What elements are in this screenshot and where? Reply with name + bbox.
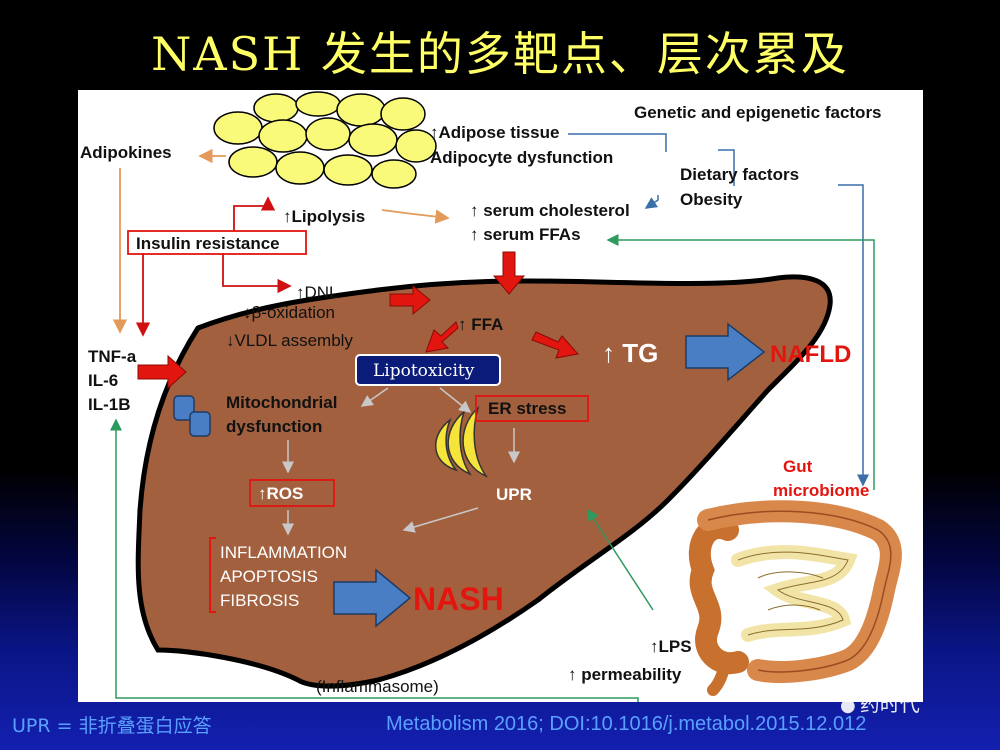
adipose-tissue-label: ↑Adipose tissue — [430, 123, 559, 142]
tg-label: ↑ TG — [602, 338, 658, 368]
bracket — [209, 537, 216, 613]
permeability-label: ↑ permeability — [568, 665, 682, 684]
beta-oxidation-label: ↓β-oxidation — [243, 303, 335, 322]
nash-label: NASH — [413, 581, 504, 617]
dysfunction-label: dysfunction — [226, 417, 322, 436]
gut-label: Gut — [783, 457, 813, 476]
citation: Metabolism 2016; DOI:10.1016/j.metabol.2… — [386, 713, 867, 735]
adipokines-label: Adipokines — [80, 143, 172, 162]
lipotoxicity-box — [355, 354, 501, 386]
ros-label: ↑ROS — [258, 484, 303, 503]
insulin-resistance-label: Insulin resistance — [136, 234, 280, 253]
lipotoxicity-label: Lipotoxicity — [373, 361, 475, 381]
er-stress-icon — [434, 405, 489, 478]
serum-cholesterol-label: ↑ serum cholesterol — [470, 201, 630, 220]
green-arrows — [110, 234, 875, 702]
ros-box — [249, 479, 335, 507]
lps-label: ↑LPS — [650, 637, 692, 656]
adipocyte-dysfunction-label: Adipocyte dysfunction — [430, 148, 613, 167]
er-stress-label: ER stress — [488, 399, 566, 418]
arrow-ffa-to-lipotoxicity — [425, 321, 459, 353]
blue-block-arrows — [333, 322, 766, 628]
watermark: ●药时代 — [840, 688, 920, 717]
lipolysis-label: ↑Lipolysis — [283, 207, 365, 226]
wechat-logo-icon: ● — [840, 695, 856, 716]
apoptosis-label: APOPTOSIS — [220, 567, 318, 586]
arrow-cytokines-to-liver — [137, 354, 187, 390]
upr-label: UPR — [496, 485, 532, 504]
obesity-label: Obesity — [680, 190, 743, 209]
ffa-label: ↑ FFA — [458, 315, 503, 334]
red-thin-arrows — [135, 196, 292, 337]
red-block-arrows — [137, 251, 579, 390]
arrow-serum-to-ffa — [492, 251, 526, 295]
tnf-label: TNF-a — [88, 347, 137, 366]
il1b-label: IL-1B — [88, 395, 131, 414]
mitochondria-icon — [173, 395, 211, 437]
inflammation-label: INFLAMMATION — [220, 543, 347, 562]
genetic-factors-label: Genetic and epigenetic factors — [634, 103, 882, 122]
slide-title: NASH 发生的多靶点、层次累及 — [151, 27, 849, 81]
intestine-icon — [688, 500, 902, 696]
adipocyte-cluster-icon — [213, 91, 437, 189]
nafld-label: NAFLD — [770, 341, 851, 368]
er-stress-box — [475, 395, 589, 422]
liver-shape — [135, 274, 833, 689]
nash-pathway-diagram: Genetic and epigenetic factors ↑Adipose … — [80, 91, 902, 702]
fibrosis-label: FIBROSIS — [220, 591, 299, 610]
arrow-ffa-to-tg — [531, 331, 579, 359]
vldl-label: ↓VLDL assembly — [226, 331, 353, 350]
arrow-tg-to-nafld — [685, 322, 766, 382]
grey-arrows — [282, 387, 520, 536]
inflammasome-label: (Inflammasome) — [316, 677, 439, 696]
mitochondrial-label: Mitochondrial — [226, 393, 337, 412]
diagram-panel: Genetic and epigenetic factors ↑Adipose … — [78, 90, 923, 702]
insulin-resistance-box — [127, 230, 307, 255]
dnl-label: ↑DNL — [296, 283, 339, 302]
serum-ffas-label: ↑ serum FFAs — [470, 225, 581, 244]
il6-label: IL-6 — [88, 371, 118, 390]
orange-arrows — [112, 148, 450, 334]
watermark-text: 药时代 — [859, 692, 920, 716]
blue-thin-arrows — [568, 133, 869, 487]
upr-footnote: UPR = 非折叠蛋白应答 — [12, 715, 212, 737]
dietary-factors-label: Dietary factors — [680, 165, 799, 184]
microbiome-label: microbiome — [773, 481, 869, 500]
arrow-to-nash — [333, 568, 412, 628]
arrow-dnl-to-ffa — [389, 284, 431, 316]
